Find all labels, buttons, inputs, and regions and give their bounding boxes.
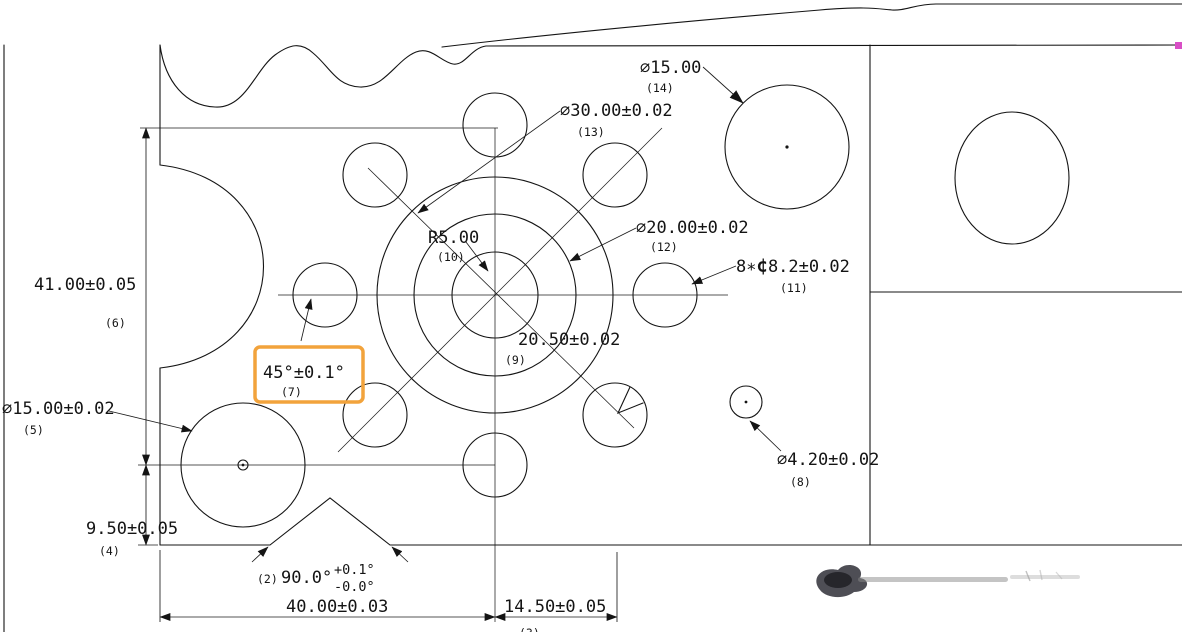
pattern-hole-315 [582, 382, 648, 448]
bottom-edge [159, 497, 1182, 546]
part-holes [180, 84, 1070, 528]
item-balloon-11: (11) [780, 281, 808, 295]
item-balloon-4: (4) [99, 544, 120, 558]
leader-r5 [465, 241, 489, 272]
dim-label-pattern-holes: 8∗¢8.2±0.02 [736, 255, 850, 277]
top-edge-wavy [159, 44, 1182, 108]
part-outline [3, 3, 1182, 632]
dim-label-d20: ∅20.00±0.02 [636, 218, 749, 238]
right-panel-bore [954, 111, 1070, 245]
item-balloon-12: (12) [650, 240, 678, 254]
dim-label-bolt-circle: 20.50±0.02 [518, 330, 620, 350]
leader-d15-left [108, 410, 193, 433]
dim-label-d30: ∅30.00±0.02 [560, 101, 673, 121]
faint-mark-1 [1025, 570, 1031, 582]
smudge-streak-2 [1010, 575, 1080, 579]
dim-angle-90-tol-plus: +0.1° [334, 562, 375, 578]
item-balloon-5: (5) [23, 423, 44, 437]
diameter-symbol: ¢ [756, 255, 767, 277]
item-balloon-6: (6) [105, 316, 126, 330]
pattern-hole-225 [342, 382, 408, 448]
leader-d30 [417, 110, 561, 214]
item-balloon-3: (3) [519, 626, 540, 632]
angle-90-arrow-right [391, 546, 409, 563]
magenta-edge-tick [1175, 42, 1182, 49]
centerlines [138, 127, 728, 622]
item-balloon-14: (14) [646, 81, 674, 95]
pattern-hole-45 [582, 142, 648, 208]
dim-label-d15-top: ∅15.00 [640, 58, 701, 78]
leader-d42 [749, 420, 782, 452]
hole-d42-centerdot [744, 400, 748, 404]
dim-label-9-5: 9.50±0.05 [86, 519, 178, 539]
left-arc-cutout [159, 164, 265, 369]
item-balloon-13: (13) [577, 125, 605, 139]
faint-mark-2 [1039, 569, 1043, 581]
highlight-box-angle-45 [253, 345, 365, 404]
leader-angle-45 [300, 298, 313, 342]
item-balloon-9: (9) [505, 353, 526, 367]
leader-d15-top [702, 66, 744, 104]
angle-90-arrow-left [251, 546, 269, 563]
hole-d42 [729, 385, 763, 419]
dimension-lines [138, 127, 618, 622]
leader-pattern-holes [691, 265, 737, 285]
pattern-hole-315-notch [616, 386, 644, 415]
dim-label-d15-left: ∅15.00±0.02 [2, 399, 115, 419]
top-outer-curve [441, 3, 1182, 48]
dim-label-r5: R5.00 [428, 228, 479, 248]
smudge-streak-1 [858, 577, 1008, 582]
pattern-hole-135 [342, 142, 408, 208]
hole-d15-top-right [724, 84, 850, 210]
leader-d20 [569, 227, 637, 262]
dim-label-14-5: 14.50±0.05 [504, 597, 606, 617]
annotation-texts: ∅15.00 (14) ∅30.00±0.02 (13) ∅20.00±0.02… [2, 58, 879, 632]
centerline-diag-down [367, 167, 635, 429]
item-balloon-2: (2) [257, 572, 278, 586]
hole-d15-top-right-centerdot [785, 145, 789, 149]
scan-artifacts [816, 42, 1182, 598]
item-balloon-8: (8) [790, 475, 811, 489]
centerline-diag-up [337, 127, 663, 453]
item-balloon-10: (10) [437, 250, 465, 264]
faint-mark-3 [1055, 571, 1063, 580]
dim-label-d42: ∅4.20±0.02 [777, 450, 879, 470]
item-balloon-7: (7) [281, 385, 302, 399]
dim-label-angle-45: 45°±0.1° [263, 363, 345, 383]
ink-smudge-core [824, 572, 852, 588]
dim-angle-90-tol-minus: -0.0° [334, 579, 375, 595]
leader-lines [108, 66, 782, 452]
dim-label-angle-90: 90.0° [281, 568, 332, 588]
dim-label-40: 40.00±0.03 [286, 597, 388, 617]
dim-label-41: 41.00±0.05 [34, 275, 136, 295]
